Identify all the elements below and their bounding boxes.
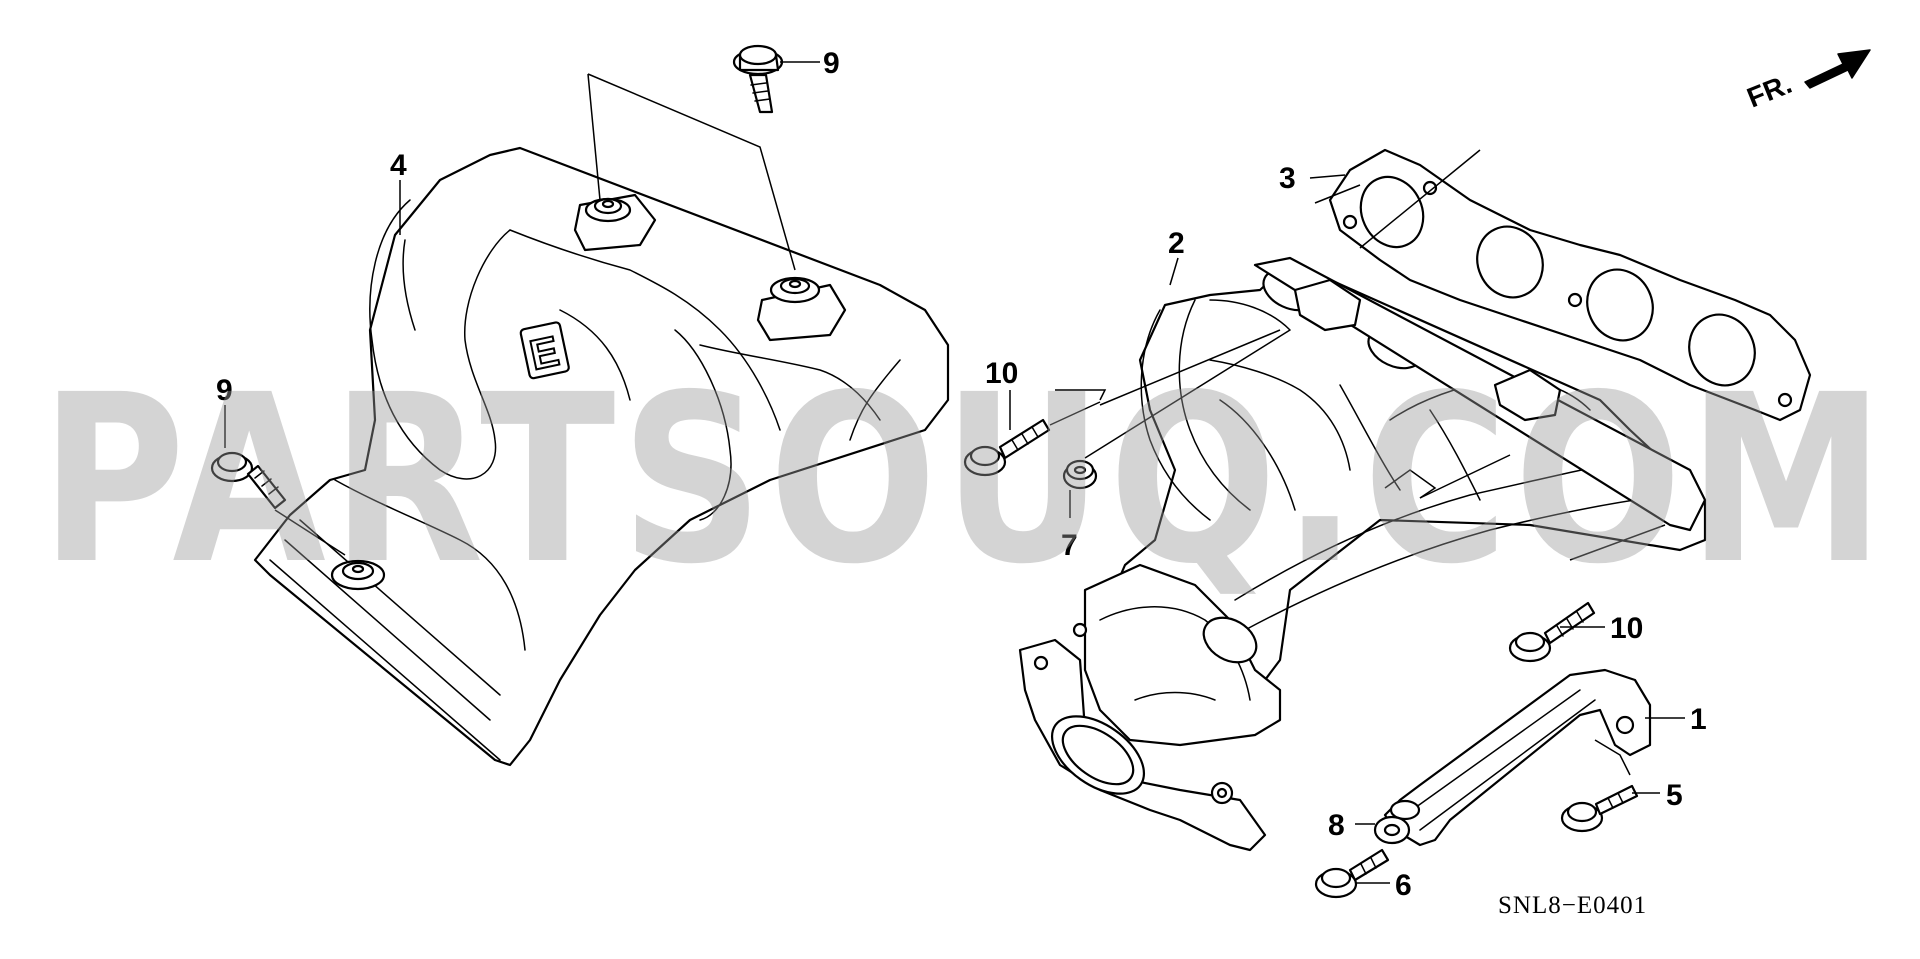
exhaust-manifold-part[interactable] [1018, 256, 1707, 852]
manifold-gasket-part[interactable] [1328, 148, 1812, 422]
diagram-code: SNL8−E0401 [1498, 892, 1647, 919]
callout-2: 2 [1168, 227, 1185, 260]
stay-bolt-6[interactable] [1314, 848, 1390, 899]
callout-3: 3 [1279, 162, 1296, 195]
callout-8: 8 [1328, 809, 1345, 842]
callout-5: 5 [1666, 779, 1683, 812]
callout-10: 10 [1610, 612, 1643, 645]
callout-leaders [224, 61, 1685, 884]
callout-4: 4 [390, 149, 407, 182]
front-direction-indicator: FR. [1743, 49, 1871, 114]
flange-bolt-9[interactable] [732, 44, 784, 114]
flange-bolt-10[interactable] [1508, 601, 1596, 663]
watermark: PARTSOUQ.COM [40, 345, 1890, 615]
callout-1: 1 [1690, 703, 1707, 736]
washer-8[interactable] [1373, 815, 1411, 845]
flange-bolt-10[interactable] [963, 418, 1051, 477]
arrow-right-icon [1804, 49, 1871, 89]
shield-grommet [756, 276, 847, 342]
assembly-guide-lines [274, 73, 1666, 776]
front-label: FR. [1743, 68, 1796, 114]
flange-nut-7[interactable] [1062, 459, 1098, 490]
flange-bolt-9[interactable] [210, 451, 287, 510]
callout-6: 6 [1395, 869, 1412, 902]
callout-7: 7 [1061, 529, 1078, 562]
shield-grommet [330, 559, 386, 591]
callout-9: 9 [216, 374, 233, 407]
manifold-stay-part[interactable] [1383, 668, 1652, 847]
stay-bolt-5[interactable] [1560, 784, 1639, 833]
shield-grommet [573, 193, 657, 252]
callout-10: 10 [985, 357, 1018, 390]
heat-shield-part[interactable]: E [253, 146, 950, 767]
callout-9: 9 [823, 47, 840, 80]
